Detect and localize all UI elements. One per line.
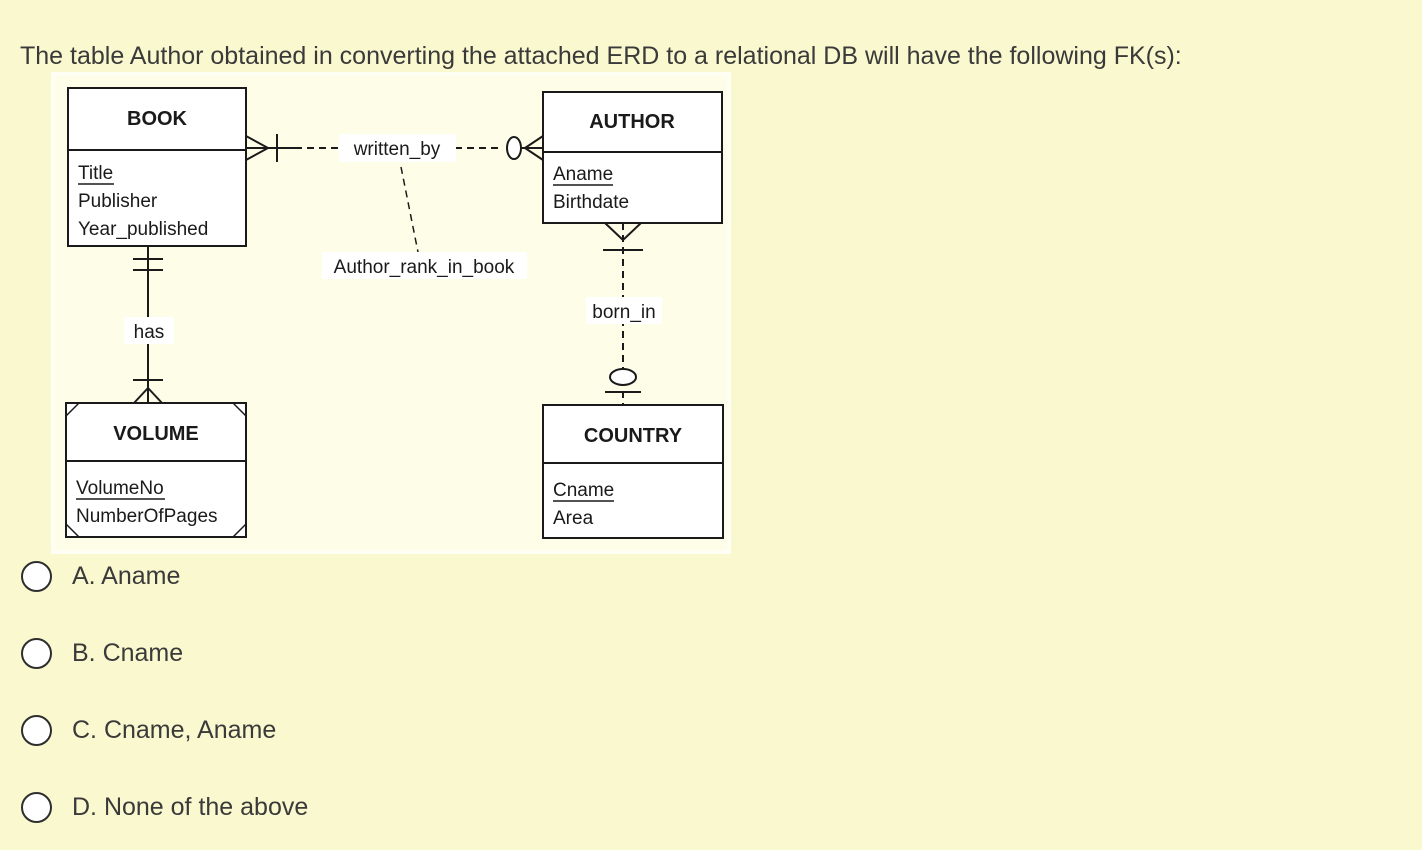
option-label-d[interactable]: D. None of the above	[72, 792, 309, 821]
radio-button-d[interactable]	[21, 791, 52, 823]
relationship-label-has: has	[134, 322, 165, 343]
crows-foot-bar-author-side-icon	[603, 222, 643, 251]
erd-diagram: written_by Author_rank_in_book has	[55, 76, 727, 550]
option-row-b[interactable]: B. Cname	[21, 635, 183, 671]
entity-book-attr-title: Title	[78, 163, 113, 184]
relationship-label-written-by: written_by	[353, 139, 441, 160]
entity-volume-attr-numberofpages: NumberOfPages	[76, 506, 218, 527]
option-label-c[interactable]: C. Cname, Aname	[72, 715, 277, 744]
entity-book-attr-year-published: Year_published	[78, 219, 208, 240]
entity-country-name: COUNTRY	[584, 425, 683, 447]
entity-book: BOOK Title Publisher Year_published	[67, 87, 247, 247]
entity-author-name: AUTHOR	[589, 111, 675, 133]
option-row-a[interactable]: A. Aname	[21, 558, 180, 594]
double-bar-book-side-icon	[133, 258, 163, 271]
entity-author: AUTHOR Aname Birthdate	[542, 91, 723, 224]
radio-button-b[interactable]	[21, 637, 52, 669]
relationship-born-in: born_in	[586, 222, 662, 405]
entity-book-attr-publisher: Publisher	[78, 191, 158, 212]
entity-book-name: BOOK	[127, 108, 188, 130]
radio-button-c[interactable]	[21, 714, 52, 746]
radio-button-a[interactable]	[21, 560, 52, 592]
bar-crows-foot-volume-side-icon	[133, 379, 163, 404]
attribute-connector-line	[400, 166, 419, 253]
entity-volume-attr-volumeno: VolumeNo	[76, 478, 164, 499]
relationship-label-born-in: born_in	[592, 302, 655, 323]
entity-author-attr-aname: Aname	[553, 164, 613, 185]
entity-country-attr-area: Area	[553, 508, 594, 529]
entity-country-attr-cname: Cname	[553, 480, 614, 501]
relationship-attribute-label: Author_rank_in_book	[334, 257, 515, 278]
erd-svg: written_by Author_rank_in_book has	[65, 87, 724, 539]
option-row-d[interactable]: D. None of the above	[21, 789, 308, 825]
relationship-written-by: written_by Author_rank_in_book	[245, 134, 544, 279]
crows-foot-book-side-icon	[245, 134, 278, 162]
option-row-c[interactable]: C. Cname, Aname	[21, 712, 276, 748]
question-text: The table Author obtained in converting …	[20, 42, 1182, 70]
option-label-b[interactable]: B. Cname	[72, 638, 184, 667]
option-label-a[interactable]: A. Aname	[72, 561, 181, 590]
circle-crows-foot-author-side-icon	[506, 135, 544, 161]
weak-entity-corner-notches	[65, 402, 247, 538]
entity-author-attr-birthdate: Birthdate	[553, 192, 629, 213]
entity-volume-name: VOLUME	[113, 423, 199, 445]
circle-bar-country-side-icon	[605, 368, 641, 393]
entity-volume: VOLUME VolumeNo NumberOfPages	[65, 402, 247, 538]
entity-country: COUNTRY Cname Area	[542, 404, 724, 539]
relationship-has: has	[124, 246, 174, 404]
